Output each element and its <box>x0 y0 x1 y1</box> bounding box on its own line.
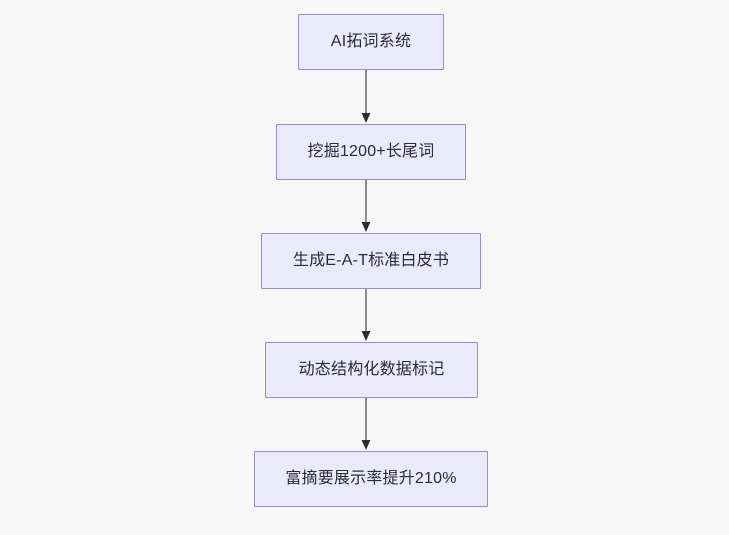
flow-node-1-label: AI拓词系统 <box>330 33 412 50</box>
flow-edge-2 <box>361 180 371 233</box>
flow-edge-1 <box>361 70 371 124</box>
flow-node-5-label: 富摘要展示率提升210% <box>285 470 457 487</box>
flow-node-4-label: 动态结构化数据标记 <box>298 361 445 378</box>
flow-edge-3 <box>361 289 371 342</box>
flow-node-1[interactable]: AI拓词系统 <box>298 14 444 70</box>
flow-node-2[interactable]: 挖掘1200+长尾词 <box>276 124 466 180</box>
flow-node-3-label: 生成E-A-T标准白皮书 <box>292 252 450 269</box>
flow-node-4[interactable]: 动态结构化数据标记 <box>265 342 478 398</box>
flow-node-3[interactable]: 生成E-A-T标准白皮书 <box>261 233 481 289</box>
flow-node-2-label: 挖掘1200+长尾词 <box>307 143 435 160</box>
flow-edge-4 <box>361 398 371 451</box>
flow-node-5[interactable]: 富摘要展示率提升210% <box>254 451 488 507</box>
